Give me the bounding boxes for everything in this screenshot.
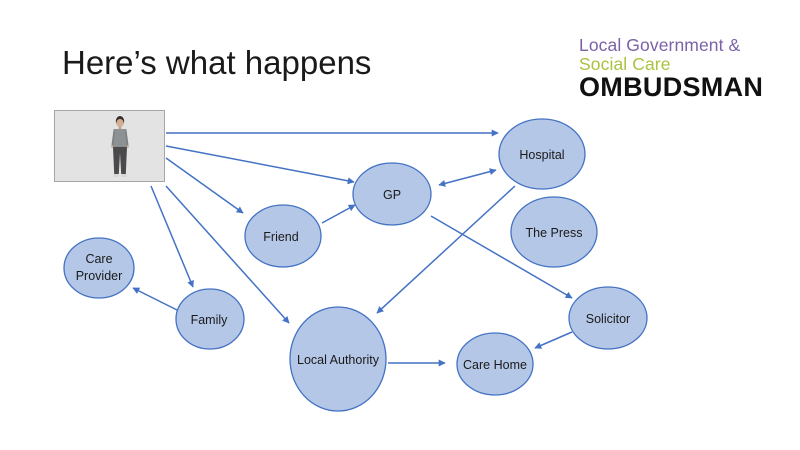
node-friend-label: Friend — [263, 230, 298, 244]
node-gp-shape — [352, 162, 432, 226]
edge-family-care-provider — [132, 287, 178, 311]
slide-title: Here’s what happens — [62, 44, 372, 81]
node-the-press[interactable]: The Press — [510, 196, 598, 268]
node-care-home-shape — [456, 332, 534, 396]
node-solicitor[interactable]: Solicitor — [568, 286, 648, 350]
person-photo — [54, 110, 165, 182]
node-care-home-label: Care Home — [463, 358, 527, 372]
node-family-shape — [175, 288, 245, 350]
node-hospital[interactable]: Hospital — [498, 118, 586, 190]
edge-person-local-authority — [165, 185, 290, 324]
person-figure-icon — [111, 116, 129, 177]
logo-line-1: Local Government & — [579, 35, 741, 55]
node-local-authority-label: Local Authority — [297, 353, 380, 367]
edge-gp-hospital — [438, 168, 497, 187]
node-care-provider-shape — [63, 237, 135, 299]
node-local-authority[interactable]: Local Authority — [289, 306, 387, 412]
node-gp[interactable]: GP — [352, 162, 432, 226]
node-care-home[interactable]: Care Home — [456, 332, 534, 396]
node-hospital-label: Hospital — [519, 148, 564, 162]
node-gp-label: GP — [383, 188, 401, 202]
logo-line-3: OMBUDSMAN — [579, 72, 764, 102]
edge-friend-gp — [321, 204, 356, 224]
edge-gp-solicitor — [430, 215, 573, 299]
edge-hospital-local-authority — [376, 185, 516, 314]
node-solicitor-shape — [568, 286, 648, 350]
edge-solicitor-care-home — [534, 331, 573, 349]
node-solicitor-label: Solicitor — [586, 312, 630, 326]
node-friend[interactable]: Friend — [244, 204, 322, 268]
node-hospital-shape — [498, 118, 586, 190]
edge-person-family — [150, 185, 194, 288]
node-friend-shape — [244, 204, 322, 268]
edges — [132, 129, 573, 367]
node-local-authority-shape — [289, 306, 387, 412]
node-the-press-shape — [510, 196, 598, 268]
logo-line-2: Social Care — [579, 54, 671, 74]
edge-person-gp — [165, 145, 355, 185]
node-family-label: Family — [191, 313, 229, 327]
edge-person-friend — [165, 157, 244, 214]
ombudsman-logo: Local Government & Social Care OMBUDSMAN — [579, 35, 779, 105]
node-family[interactable]: Family — [175, 288, 245, 350]
node-the-press-label: The Press — [526, 226, 583, 240]
